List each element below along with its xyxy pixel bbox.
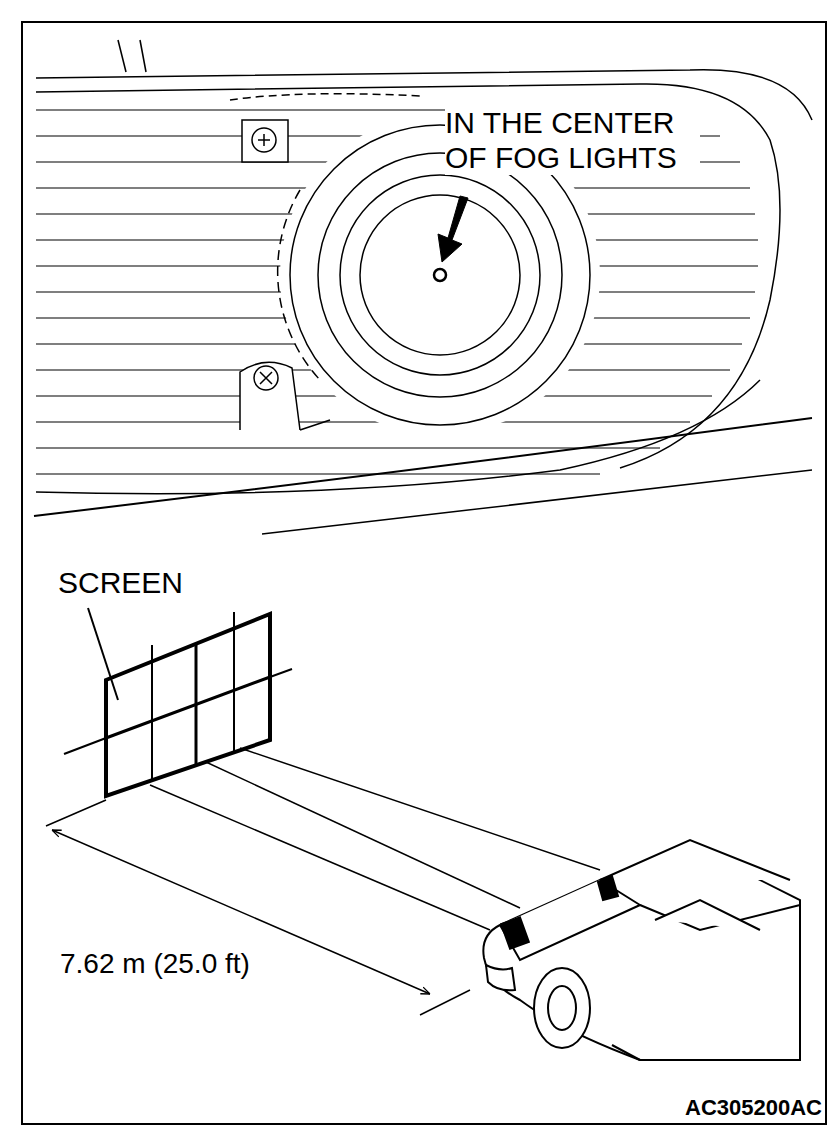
part-label: SCREEN [58,566,183,601]
dimension-label: 7.62 m (25.0 ft) [60,948,250,980]
leader-line [88,608,118,700]
figure-frame [22,22,826,1124]
dimension-line [52,830,430,994]
pointer-arrow [438,196,468,262]
callout-text: IN THE CENTER OF FOG LIGHTS [445,106,700,175]
figure-code: AC305200AC [685,1097,822,1119]
fog-light-assembly [34,40,812,534]
car-rear [483,840,800,1060]
